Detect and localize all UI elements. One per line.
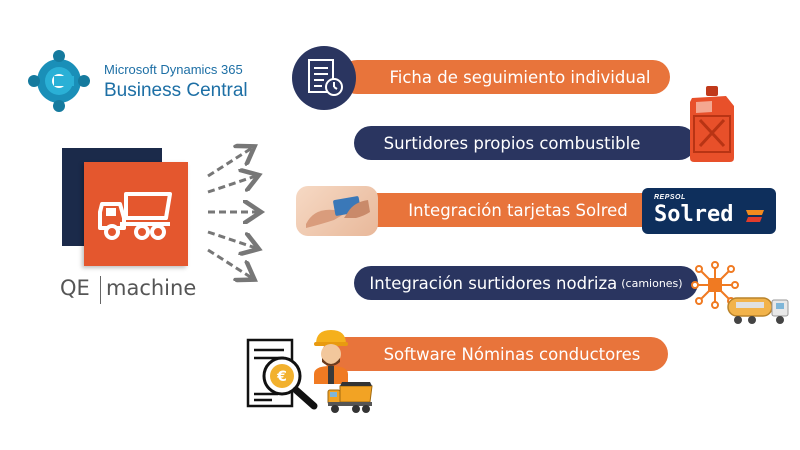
network-chip-icon bbox=[691, 261, 739, 309]
feature-surtidores-propios: Surtidores propios combustible bbox=[354, 126, 696, 160]
feature-label: Surtidores propios combustible bbox=[383, 133, 641, 153]
arrow-5 bbox=[207, 248, 252, 278]
feature-software-nominas: Software Nóminas conductores bbox=[322, 337, 668, 371]
arrow-2 bbox=[207, 176, 256, 194]
ms-logo-line1: Microsoft Dynamics 365 bbox=[104, 62, 243, 77]
qe-logo-divider bbox=[100, 276, 101, 304]
qe-machine-logo: QE machine bbox=[60, 148, 200, 308]
feature-label: Integración tarjetas Solred bbox=[408, 200, 628, 220]
feature-tarjetas-solred: Integración tarjetas Solred bbox=[350, 193, 676, 227]
feature-ficha-seguimiento: Ficha de seguimiento individual bbox=[340, 60, 670, 94]
ms-logo-line2: Business Central bbox=[104, 80, 248, 101]
card-payment-photo bbox=[296, 186, 378, 236]
arrow-4 bbox=[207, 230, 256, 248]
checklist-clock-icon bbox=[292, 46, 356, 110]
feature-label: Ficha de seguimiento individual bbox=[389, 67, 651, 87]
construction-worker-icon bbox=[314, 330, 348, 384]
feature-label: Software Nóminas conductores bbox=[383, 344, 641, 364]
dashed-arrows bbox=[207, 140, 270, 290]
feature-label: Integración surtidores nodriza bbox=[369, 273, 618, 293]
dump-truck-icon bbox=[98, 192, 172, 240]
dynamics-365-icon bbox=[28, 50, 90, 112]
solred-logo-main: Solred bbox=[654, 202, 734, 227]
feature-sublabel: (camiones) bbox=[621, 276, 683, 290]
qe-logo-text-left: QE bbox=[60, 276, 90, 300]
solred-logo-top: REPSOL bbox=[654, 194, 686, 201]
qe-logo-text-right: machine bbox=[106, 276, 197, 300]
arrow-1 bbox=[207, 148, 252, 178]
dump-truck-small-icon bbox=[327, 382, 373, 413]
solred-logo: REPSOL Solred bbox=[642, 188, 776, 234]
payroll-magnifier-icon: € bbox=[246, 338, 318, 410]
business-central-logo: Microsoft Dynamics 365 Business Central bbox=[28, 48, 258, 114]
tanker-truck-icon bbox=[727, 297, 789, 324]
svg-text:€: € bbox=[276, 369, 287, 385]
feature-surtidores-nodriza: Integración surtidores nodriza (camiones… bbox=[354, 266, 698, 300]
fuel-jerrycan-icon bbox=[690, 86, 734, 162]
